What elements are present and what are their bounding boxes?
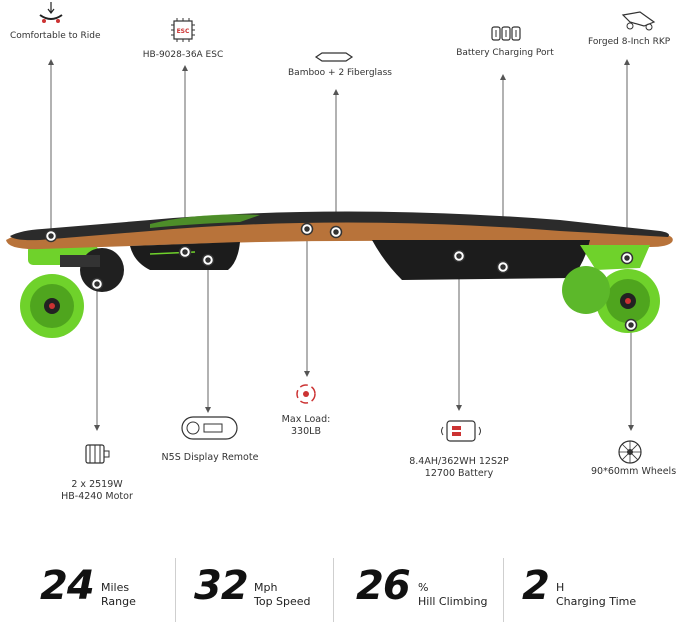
stat-speed-value: 32: [194, 563, 249, 609]
stats-bar: 24 Miles Range 32 Mph Top Speed 26 % Hil…: [0, 556, 679, 625]
stat-range-value: 24: [40, 563, 95, 609]
label-motor: 2 x 2519W HB-4240 Motor: [52, 479, 142, 503]
stat-climb: 26 % Hill Climbing: [356, 556, 501, 625]
stat-charge: 2 H Charging Time: [522, 556, 662, 625]
stat-charge-label: Charging Time: [556, 595, 637, 608]
skateboard-icon: [39, 2, 63, 23]
esc-chip-icon: [171, 18, 195, 42]
label-load-line1: Max Load:: [281, 414, 331, 425]
label-remote: N5S Display Remote: [161, 452, 259, 463]
label-motor-line1: 2 x 2519W: [71, 479, 123, 490]
stat-climb-label: Hill Climbing: [418, 595, 488, 608]
label-charging-port: Battery Charging Port: [456, 48, 554, 58]
label-load: Max Load: 330LB: [275, 414, 337, 438]
label-battery: 8.4AH/362WH 12S2P 12700 Battery: [404, 456, 514, 480]
load-icon: [296, 384, 316, 404]
motor-icon: [85, 444, 110, 464]
label-deck: Bamboo + 2 Fiberglass: [288, 68, 392, 78]
truck-icon: [621, 11, 656, 31]
stat-divider: [503, 558, 504, 622]
stat-range: 24 Miles Range: [40, 556, 175, 625]
battery-cells-icon: [491, 26, 521, 41]
stat-divider: [333, 558, 334, 622]
label-battery-line1: 8.4AH/362WH 12S2P: [409, 456, 509, 467]
deck-shape-icon: [314, 52, 354, 62]
stat-speed-label: Top Speed: [254, 595, 311, 608]
remote-icon: [181, 416, 238, 440]
label-battery-line2: 12700 Battery: [424, 467, 494, 479]
label-rkp: Forged 8-Inch RKP: [588, 37, 671, 47]
esc-badge-text: ESC: [177, 28, 190, 35]
stat-speed: 32 Mph Top Speed: [194, 556, 329, 625]
label-comfort: Comfortable to Ride: [10, 31, 101, 41]
stat-charge-unit: H: [556, 581, 565, 594]
wheel-icon: [618, 440, 642, 464]
label-wheels: 90*60mm Wheels: [591, 466, 677, 477]
stat-divider: [175, 558, 176, 622]
label-esc: HB-9028-36A ESC: [142, 50, 224, 60]
stat-charge-value: 2: [522, 563, 550, 609]
stat-climb-unit: %: [418, 581, 429, 594]
battery-charge-icon: [441, 420, 481, 442]
stat-speed-unit: Mph: [254, 581, 278, 594]
label-motor-line2: HB-4240 Motor: [61, 490, 133, 502]
label-load-line2: 330LB: [291, 425, 321, 437]
hotspot-markers: [44, 222, 638, 332]
stat-climb-value: 26: [356, 563, 411, 609]
skateboard-diagram: ESC: [6, 2, 673, 464]
stat-range-unit: Miles: [101, 581, 130, 594]
stat-range-label: Range: [101, 595, 136, 608]
